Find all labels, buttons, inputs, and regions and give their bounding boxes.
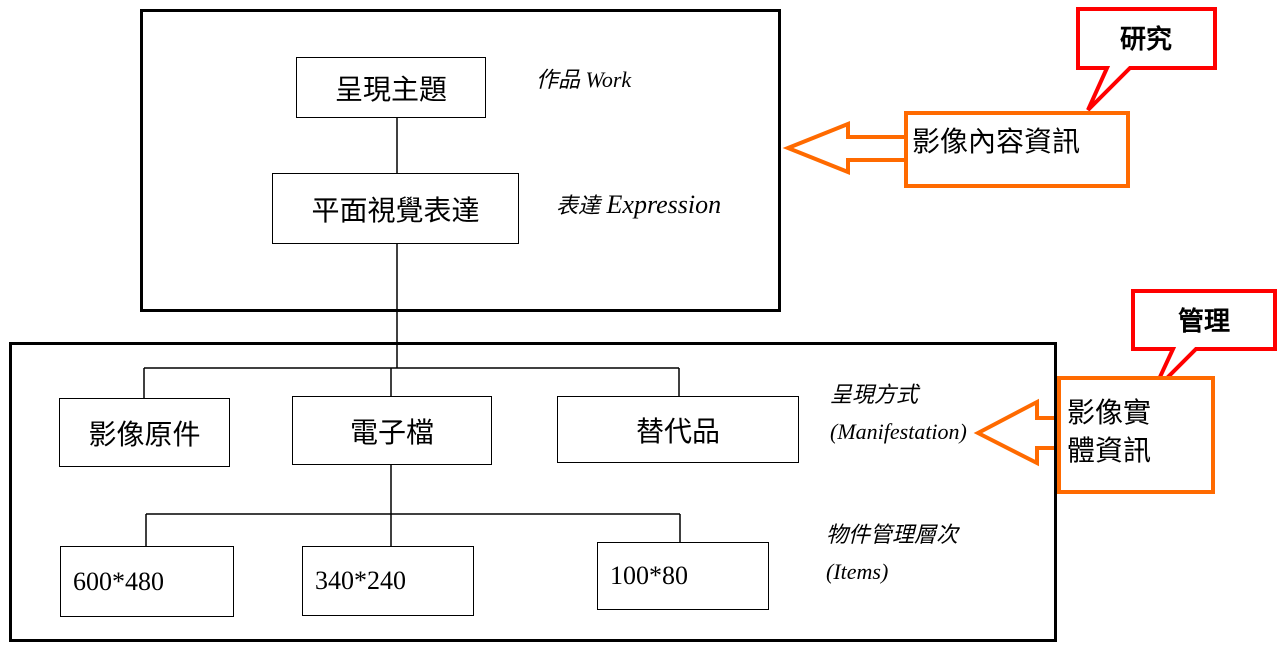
box-expression: 平面視覺表達 <box>272 173 519 244</box>
physical-info-line1: 影像實 <box>1067 396 1152 429</box>
label-expression-cjk: 表達 <box>556 194 601 219</box>
box-theme: 呈現主題 <box>296 57 486 118</box>
callout-manage <box>1131 289 1277 394</box>
arrow-content-info <box>782 121 922 175</box>
label-items: 物件管理層次 (Items) <box>826 522 958 586</box>
label-manifestation: 呈現方式 (Manifestation) <box>830 382 967 446</box>
label-work: 作品 Work <box>536 66 631 95</box>
box-item-100x80: 100*80 <box>597 542 769 610</box>
callout-manage-text: 管理 <box>1178 307 1230 337</box>
box-substitute: 替代品 <box>557 396 799 463</box>
box-item-340x240: 340*240 <box>302 546 474 616</box>
label-items-cjk: 物件管理層次 <box>826 523 959 548</box>
physical-info-line2: 體資訊 <box>1067 434 1152 467</box>
physical-info-box: 影像實 體資訊 <box>1057 376 1215 494</box>
content-info-text: 影像內容資訊 <box>912 125 1081 158</box>
box-digital: 電子檔 <box>292 396 492 465</box>
box-item-600x480: 600*480 <box>60 546 234 617</box>
label-items-en: (Items) <box>826 559 889 584</box>
label-work-en: Work <box>585 67 632 92</box>
content-info-box: 影像內容資訊 <box>904 111 1130 188</box>
label-manifestation-cjk: 呈現方式 <box>830 383 919 408</box>
callout-research-text: 研究 <box>1120 24 1172 55</box>
box-original: 影像原件 <box>59 398 230 467</box>
label-manifestation-en: (Manifestation) <box>830 419 967 444</box>
label-expression: 表達 Expression <box>556 191 721 221</box>
work-expression-frame <box>140 9 781 312</box>
label-work-cjk: 作品 <box>536 68 581 93</box>
label-expression-en: Expression <box>606 190 722 219</box>
manifestation-items-frame <box>9 342 1057 642</box>
callout-research <box>1076 7 1217 112</box>
